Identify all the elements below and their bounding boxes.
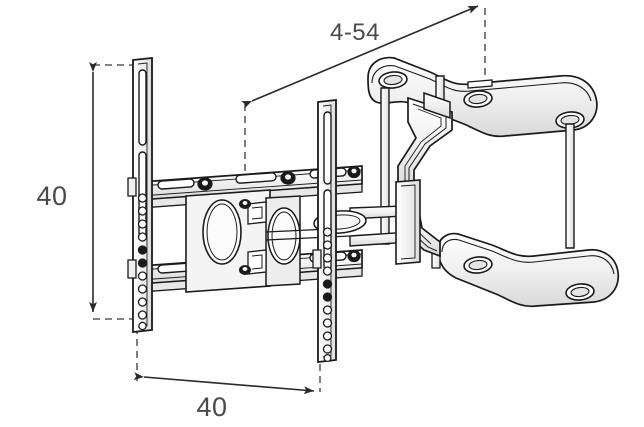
lower-wall-plate-slot-2-inner [570,286,590,298]
upper-wall-plate-marker [467,79,493,89]
left-rail-hole-9 [137,297,148,307]
right-rail-hole-column [322,227,333,363]
left-vertical-rail [127,57,153,333]
left-rail-tab-upper [127,177,137,197]
upper-articulating-arm [397,91,453,195]
upper-wall-plate [367,56,598,138]
left-rail-hole-8 [137,284,148,294]
left-rail-hole-1 [137,193,148,203]
center-pivot-plate [185,189,367,293]
tilt-mechanism-lower-inner [251,254,263,270]
connector-post-left [380,87,390,245]
connector-post-right [565,123,575,249]
right-rail-hole-1 [322,227,333,237]
left-rail-hole-5 [137,245,148,255]
upper-crossbar-bolts [197,165,361,191]
upper-wall-plate-slot-1-inner [383,74,403,86]
mid-vertical-hub-inner [400,184,416,260]
width-arrow-line [133,372,315,395]
extension-arrow-line [241,5,479,109]
center-pivot-bolt-lower-center [242,267,248,271]
upper-crossbar-bolt-2-center [285,174,291,180]
mid-vertical-hub [395,179,421,265]
left-rail-hole-2 [137,206,148,216]
left-rail-hole-6 [137,258,148,268]
center-plate-oval-cutout-inner [206,203,238,261]
right-rail-hole-10 [322,344,333,354]
right-rail-hole-9 [322,331,333,341]
right-rail-hole-7 [322,305,333,315]
tilt-mechanism-upper-inner [251,206,263,220]
upper-wall-plate-edge-highlight [371,65,592,102]
left-rail-hole-3 [137,219,148,229]
extension-dimension-label: 4-54 [330,19,380,46]
right-rail-hole-11 [323,354,332,363]
upper-wall-plate-slot-2-inner [468,93,488,105]
horizontal-width-dimension: 40 [133,327,321,422]
width-dimension-label: 40 [196,392,227,422]
left-rail-hole-column [137,193,148,331]
center-pivot-bolt-upper-center [242,201,248,205]
right-rail-hole-6 [322,292,333,302]
lower-crossbar-bolt-3-center [351,252,357,258]
right-rail-hole-4 [322,266,333,276]
left-rail-hole-10 [137,310,148,320]
center-plate-secondary-oval-inner [271,211,297,261]
right-rail-hole-8 [322,318,333,328]
right-rail-hole-2 [322,240,333,250]
upper-crossbar-bolt-3-center [351,168,357,174]
lower-wall-plate-edge-highlight [441,238,615,275]
right-rail-tab-lower [312,249,322,269]
left-rail-hole-4 [137,232,148,242]
upper-arm-pivot-block [423,91,451,120]
upper-crossbar-bolt-1-center [202,180,208,186]
upper-crossbar-slot-1 [157,178,195,190]
left-rail-tab-lower [127,259,137,279]
right-rail-hole-5 [322,279,333,289]
left-rail-hole-11 [138,321,147,331]
extension-range-dimension: 4-54 [241,5,486,190]
right-rail-slot-1 [323,111,332,185]
height-dimension-label: 40 [36,181,67,211]
right-rail-hole-3 [322,253,333,263]
left-rail-slot-1 [138,69,147,146]
left-rail-hole-7 [137,271,148,281]
upper-crossbar-slot-2 [235,172,277,184]
lower-wall-plate [437,232,620,308]
upper-arm-inner-line-2 [404,108,442,189]
right-vertical-rail [312,98,337,364]
lower-wall-plate-slot-1-inner [468,259,488,271]
